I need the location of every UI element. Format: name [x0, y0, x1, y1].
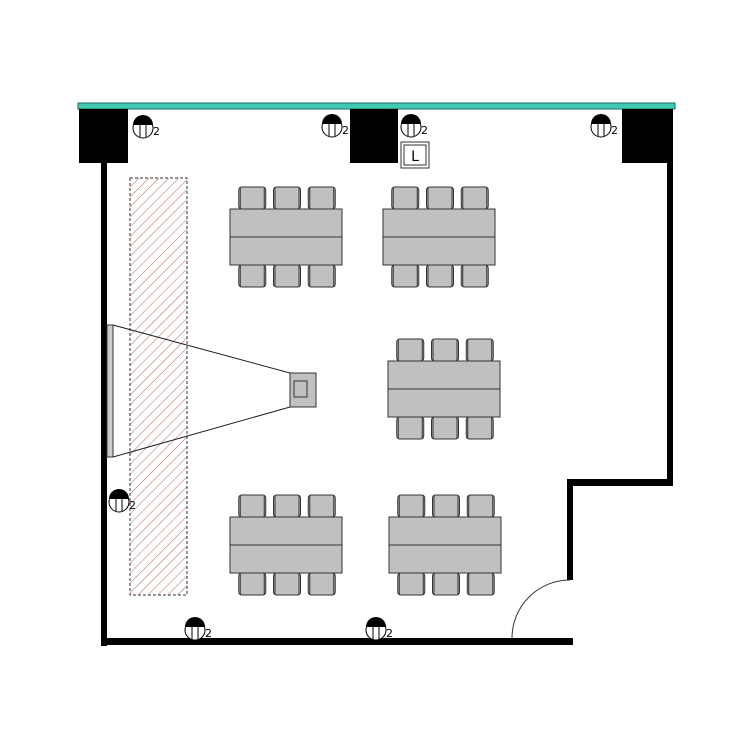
outlet-icon: 2 [365, 617, 393, 641]
chair-top[interactable] [307, 494, 336, 518]
window-strip [77, 102, 676, 110]
wall-step-horizontal [567, 479, 673, 486]
outlet-icon: 2 [400, 114, 428, 138]
chair-bottom[interactable] [432, 572, 460, 596]
outlet-icon: 2 [321, 114, 349, 138]
wall-step-vertical [567, 479, 573, 580]
chair-bottom[interactable] [426, 264, 454, 288]
chair-top[interactable] [273, 186, 301, 210]
lectern-label: L [411, 149, 419, 165]
chair-bottom[interactable] [465, 416, 494, 440]
lectern[interactable]: L [400, 141, 430, 169]
chair-top[interactable] [238, 494, 267, 518]
outlet-count-label: 2 [129, 499, 136, 512]
chair-bottom[interactable] [238, 264, 267, 288]
outlet-icon: 2 [184, 617, 212, 641]
chair-bottom[interactable] [431, 416, 459, 440]
chair-top[interactable] [465, 338, 494, 362]
outlet-icon: 2 [108, 489, 136, 513]
outlet-count-label: 2 [153, 125, 160, 138]
outlet-count-label: 2 [205, 627, 212, 640]
chair-top[interactable] [273, 494, 301, 518]
projection-line-bottom [112, 406, 291, 458]
chair-top[interactable] [426, 186, 454, 210]
table-middle-right[interactable] [387, 338, 501, 440]
chair-bottom[interactable] [273, 264, 301, 288]
chair-top[interactable] [238, 186, 267, 210]
chair-bottom[interactable] [466, 572, 495, 596]
chair-top[interactable] [396, 338, 425, 362]
outlet-count-label: 2 [421, 124, 428, 137]
outlet-count-label: 2 [386, 627, 393, 640]
projector-lens [293, 380, 308, 398]
chair-top[interactable] [307, 186, 336, 210]
table-top-right[interactable] [382, 186, 496, 288]
outlet-icon: 2 [590, 114, 618, 138]
pillar-right [622, 109, 670, 163]
outlet-count-label: 2 [342, 124, 349, 137]
chair-bottom[interactable] [460, 264, 489, 288]
chair-bottom[interactable] [391, 264, 420, 288]
hatched-zone [129, 177, 188, 596]
chair-bottom[interactable] [238, 572, 267, 596]
chair-top[interactable] [391, 186, 420, 210]
projection-line-top [112, 324, 291, 374]
chair-top[interactable] [466, 494, 495, 518]
table-bottom-left[interactable] [229, 494, 343, 596]
chair-top[interactable] [397, 494, 426, 518]
door-swing-arc[interactable] [511, 579, 571, 639]
chair-bottom[interactable] [396, 416, 425, 440]
chair-bottom[interactable] [307, 264, 336, 288]
chair-top[interactable] [460, 186, 489, 210]
wall-right [667, 109, 673, 486]
pillar-middle [350, 109, 398, 163]
table-top-left[interactable] [229, 186, 343, 288]
projection-screen [106, 324, 114, 458]
chair-bottom[interactable] [397, 572, 426, 596]
wall-left [101, 109, 107, 646]
outlet-icon: 2 [132, 115, 160, 139]
chair-top[interactable] [432, 494, 460, 518]
chair-top[interactable] [431, 338, 459, 362]
chair-bottom[interactable] [307, 572, 336, 596]
table-bottom-right[interactable] [388, 494, 502, 596]
chair-bottom[interactable] [273, 572, 301, 596]
wall-bottom [101, 638, 573, 645]
outlet-count-label: 2 [611, 124, 618, 137]
